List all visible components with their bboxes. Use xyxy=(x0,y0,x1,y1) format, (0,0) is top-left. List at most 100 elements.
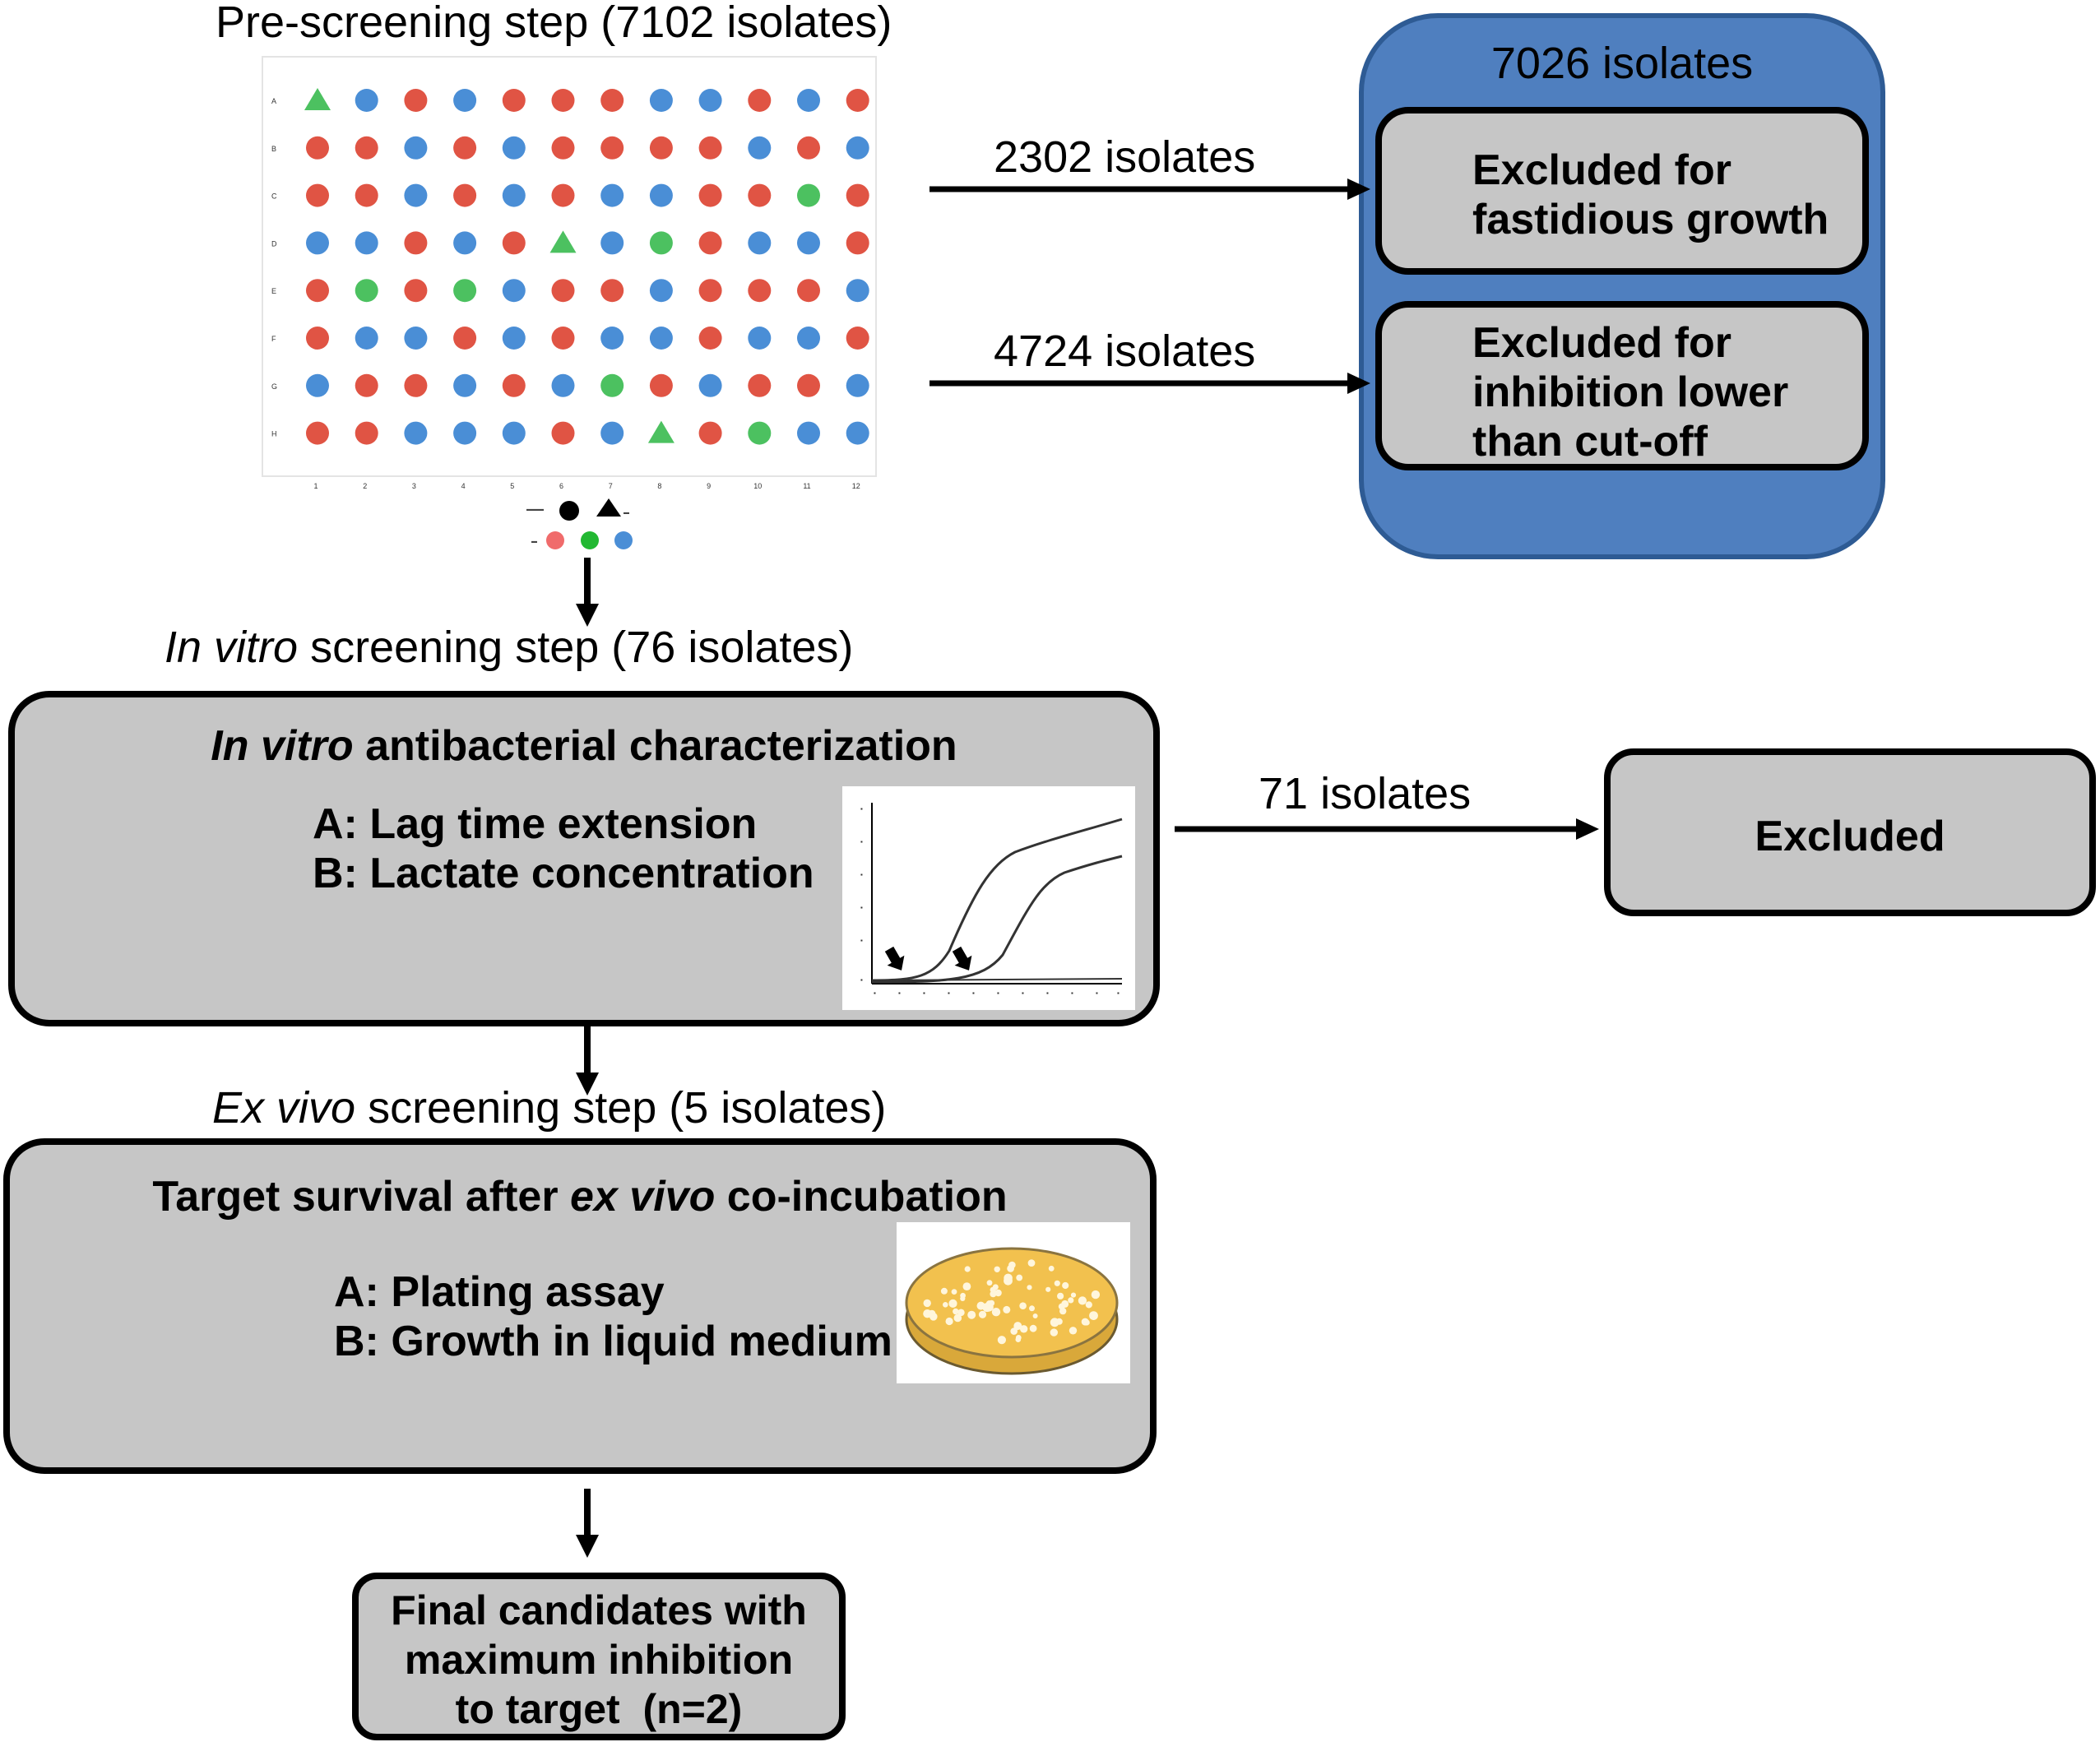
well-circle xyxy=(453,421,477,445)
svg-text:▪: ▪ xyxy=(860,871,863,878)
exvivo-line-a: A: Plating assay xyxy=(334,1268,665,1316)
colony xyxy=(1070,1292,1077,1298)
well-circle xyxy=(355,373,378,397)
arrow-to-fastidious xyxy=(929,178,1370,200)
colony xyxy=(976,1301,985,1310)
well-circle xyxy=(600,89,624,112)
legend-circle-red xyxy=(546,531,564,549)
well-circle xyxy=(600,279,624,303)
svg-text:▪: ▪ xyxy=(997,989,999,997)
exvivo-title-pre: Target survival after xyxy=(152,1173,570,1221)
plate-row-label: G xyxy=(271,382,277,391)
well-circle xyxy=(453,89,477,112)
svg-text:▪: ▪ xyxy=(860,937,863,944)
well-circle xyxy=(551,183,575,207)
exvivo-box: Target survival after ex vivo co-incubat… xyxy=(3,1138,1157,1474)
well-circle xyxy=(748,279,772,303)
colony xyxy=(967,1310,976,1319)
baseline-curve xyxy=(871,978,1123,981)
well-circle xyxy=(453,231,477,255)
plate-row-label: H xyxy=(271,430,277,438)
colony xyxy=(1054,1280,1060,1286)
well-circle xyxy=(600,136,624,160)
excluded-fastidious-box: Excluded for fastidious growth xyxy=(1375,107,1869,275)
plate-col-label: 12 xyxy=(852,482,860,490)
excluded-label: Excluded xyxy=(1755,813,1945,860)
excluded-cutoff-box: Excluded for inhibition lower than cut-o… xyxy=(1375,301,1869,470)
well-circle xyxy=(502,279,526,303)
legend-small-label: ▬▬▬ xyxy=(526,507,544,512)
plate-col-label: 1 xyxy=(313,482,318,490)
colony xyxy=(1059,1307,1067,1315)
colony xyxy=(978,1310,987,1318)
invitro-title-rest: antibacterial characterization xyxy=(353,722,957,770)
well-circle xyxy=(404,136,428,160)
well-circle xyxy=(355,327,378,350)
plate-row-label: E xyxy=(271,287,276,295)
colony xyxy=(1083,1319,1090,1326)
plate-row-label: A xyxy=(271,97,276,105)
exvivo-line-b: B: Growth in liquid medium xyxy=(334,1317,892,1365)
colony xyxy=(1055,1318,1063,1325)
well-circle xyxy=(797,89,820,112)
excluded-fastidious-line1: Excluded for xyxy=(1472,146,1731,194)
exvivo-heading-rest: screening step (5 isolates) xyxy=(355,1083,887,1133)
well-circle xyxy=(649,327,673,350)
colony xyxy=(953,1308,959,1315)
colony xyxy=(1020,1325,1028,1333)
well-circle xyxy=(698,89,722,112)
colony xyxy=(960,1295,966,1301)
well-circle xyxy=(797,327,820,350)
well-circle xyxy=(502,183,526,207)
well-circle xyxy=(404,421,428,445)
well-circle xyxy=(748,421,772,445)
petri-dish-image xyxy=(897,1222,1130,1383)
arrow-to-excluded xyxy=(1175,818,1599,840)
invitro-box: In vitro antibacterial characterization … xyxy=(8,691,1160,1026)
well-circle xyxy=(551,421,575,445)
colony xyxy=(923,1309,932,1318)
colony xyxy=(1057,1292,1064,1300)
excluded-cutoff-line3: than cut-off xyxy=(1472,417,1708,466)
lag-arrow-1 xyxy=(884,946,905,971)
legend-circle-blue xyxy=(614,531,633,549)
legend-triangle-black xyxy=(596,498,621,517)
well-circle xyxy=(797,183,820,207)
well-circle xyxy=(453,373,477,397)
well-circle xyxy=(748,231,772,255)
svg-text:▪: ▪ xyxy=(972,989,975,997)
svg-text:▪: ▪ xyxy=(874,989,876,997)
well-circle xyxy=(748,327,772,350)
arrow-down-2 xyxy=(576,1026,599,1096)
arrow1-label: 2302 isolates xyxy=(994,132,1256,182)
well-circle xyxy=(404,373,428,397)
colony xyxy=(994,1266,1000,1272)
colony xyxy=(1027,1285,1032,1290)
well-circle xyxy=(306,327,329,350)
well-circle xyxy=(551,89,575,112)
well-circle xyxy=(649,89,673,112)
plate-col-label: 4 xyxy=(461,482,466,490)
well-circle xyxy=(404,327,428,350)
colony xyxy=(1069,1327,1078,1335)
final-candidates-box: Final candidates with maximum inhibition… xyxy=(352,1573,846,1740)
well-circle xyxy=(748,183,772,207)
plate-legend: ▬▬▬ ▬ ▬ xyxy=(526,498,633,549)
svg-text:▪: ▪ xyxy=(1046,989,1049,997)
well-circle xyxy=(355,89,378,112)
plate-row-label: C xyxy=(271,192,277,201)
svg-text:▪: ▪ xyxy=(1071,989,1073,997)
svg-text:▪: ▪ xyxy=(860,838,863,846)
svg-text:▪: ▪ xyxy=(1096,989,1098,997)
plate-col-label: 8 xyxy=(657,482,661,490)
svg-text:▪: ▪ xyxy=(923,989,925,997)
well-circle xyxy=(453,136,477,160)
legend-circle-black xyxy=(559,501,579,521)
colony xyxy=(1045,1286,1051,1292)
colony xyxy=(923,1299,931,1308)
well-circle xyxy=(846,89,869,112)
well-circle xyxy=(698,327,722,350)
svg-text:▪: ▪ xyxy=(1117,989,1120,997)
well-circle xyxy=(649,136,673,160)
